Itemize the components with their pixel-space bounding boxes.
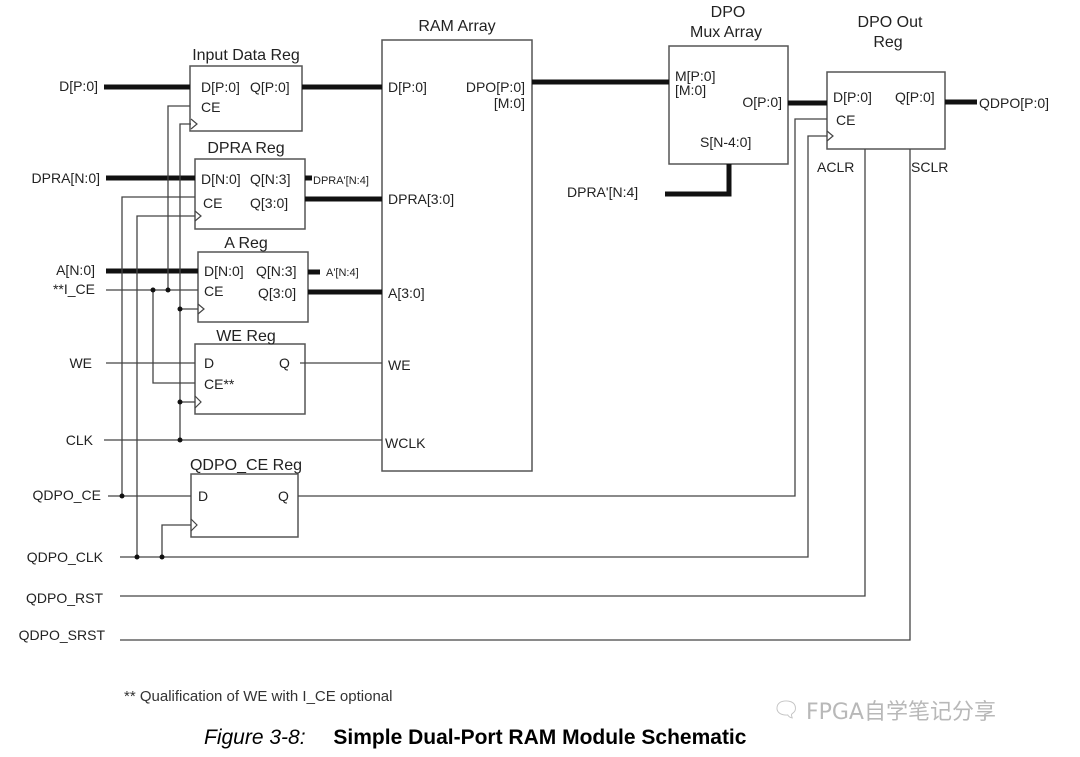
- qdpo-ce-reg-title: QDPO_CE Reg: [190, 457, 302, 474]
- dpo-out-reg-title-2: Reg: [873, 34, 902, 51]
- wire-qdpo-clk: [120, 135, 827, 558]
- wire-qdpo-ce-bus: [121, 196, 195, 496]
- port-label: A[3:0]: [388, 285, 425, 301]
- figure-number: Figure 3-8:: [204, 726, 306, 749]
- input-data-reg-box: [189, 65, 303, 132]
- port-label: Q[3:0]: [258, 285, 296, 301]
- port-label: Q[P:0]: [895, 89, 935, 105]
- input-label-d: D[P:0]: [59, 78, 98, 94]
- clock-triangle-icon: [194, 210, 202, 222]
- port-label: Q[3:0]: [250, 195, 288, 211]
- footnote: ** Qualification of WE with I_CE optiona…: [124, 688, 393, 705]
- input-label-qdpo-ce: QDPO_CE: [33, 487, 101, 503]
- dpra-reg-box: [194, 158, 306, 230]
- figure-title: Simple Dual-Port RAM Module Schematic: [333, 726, 747, 749]
- qdpo-output-label: QDPO[P:0]: [979, 95, 1049, 111]
- input-label-ice: **I_CE: [53, 281, 95, 297]
- input-label-qdpo-clk: QDPO_CLK: [27, 549, 104, 565]
- bus-mux-select: [665, 164, 732, 197]
- wire-qdpo-srst: [120, 149, 911, 641]
- port-label: [M:0]: [494, 95, 525, 111]
- port-label: D[P:0]: [833, 89, 872, 105]
- port-label: D[N:0]: [204, 263, 244, 279]
- input-label-qdpo-srst: QDPO_SRST: [19, 627, 106, 643]
- port-label: CE: [836, 112, 855, 128]
- mux-select-label: DPRA'[N:4]: [567, 184, 638, 200]
- dpo-mux-title-2: Mux Array: [690, 24, 762, 41]
- a-reg-box: [197, 251, 309, 323]
- port-label: Q[P:0]: [250, 79, 290, 95]
- clock-triangle-icon: [826, 130, 834, 142]
- clock-triangle-icon: [197, 303, 205, 315]
- junction-dot: [150, 287, 156, 293]
- input-label-clk: CLK: [66, 432, 94, 448]
- input-label-we: WE: [69, 355, 92, 371]
- junction-dot: [134, 554, 140, 560]
- junction-dot: [159, 554, 165, 560]
- ram-array-title: RAM Array: [418, 18, 495, 35]
- port-label: M[P:0]: [675, 68, 715, 84]
- port-label: Q[N:3]: [256, 263, 296, 279]
- junction-dot: [177, 437, 183, 443]
- junction-dot: [165, 287, 171, 293]
- port-label: CE: [203, 195, 222, 211]
- a-reg-title: A Reg: [224, 235, 268, 252]
- we-reg-box: [194, 343, 306, 415]
- port-label: S[N-4:0]: [700, 134, 751, 150]
- dpo-out-reg-box: [826, 71, 946, 150]
- port-label: DPO[P:0]: [466, 79, 525, 95]
- port-label: O[P:0]: [742, 94, 782, 110]
- port-label: WCLK: [385, 435, 426, 451]
- port-label: D: [204, 355, 214, 371]
- port-label: D[N:0]: [201, 171, 241, 187]
- wire-ice-we-ce: [152, 290, 195, 384]
- ram-array-box: [381, 39, 533, 472]
- input-data-reg-title: Input Data Reg: [192, 47, 300, 64]
- port-label: SCLR: [911, 159, 948, 175]
- we-reg-title: WE Reg: [216, 328, 276, 345]
- port-label: ACLR: [817, 159, 854, 175]
- wire-clk-bus: [179, 123, 191, 440]
- wechat-icon: 🗨: [772, 697, 800, 723]
- port-label: CE: [201, 99, 220, 115]
- dpo-mux-title-1: DPO: [711, 4, 746, 21]
- port-label: Q: [279, 355, 290, 371]
- port-label: CE**: [204, 376, 235, 392]
- port-label: Q[N:3]: [250, 171, 290, 187]
- wire-qdpo-clk-reg: [161, 524, 191, 557]
- port-label: WE: [388, 357, 411, 373]
- wire-ice-input-ce: [167, 105, 190, 290]
- port-label: CE: [204, 283, 223, 299]
- junction-dot: [177, 399, 183, 405]
- port-label: [M:0]: [675, 82, 706, 98]
- dpra-upper-label: DPRA'[N:4]: [313, 175, 369, 187]
- dpo-mux-box: [668, 45, 789, 165]
- watermark-text: FPGA自学笔记分享: [805, 700, 996, 725]
- port-label: DPRA[3:0]: [388, 191, 454, 207]
- figure-caption: Figure 3-8: Simple Dual-Port RAM Module …: [204, 726, 746, 750]
- junction-dot: [119, 493, 125, 499]
- junction-dot: [177, 306, 183, 312]
- input-label-dpra: DPRA[N:0]: [32, 170, 100, 186]
- dpra-reg-title: DPRA Reg: [207, 140, 284, 157]
- input-label-a: A[N:0]: [56, 262, 95, 278]
- dpo-out-reg-title-1: DPO Out: [858, 14, 923, 31]
- wire-qdpo-rst: [120, 149, 866, 597]
- clock-triangle-icon: [190, 518, 198, 532]
- watermark: 🗨 FPGA自学笔记分享: [772, 694, 996, 726]
- a-upper-label: A'[N:4]: [326, 267, 359, 279]
- port-label: D[P:0]: [388, 79, 427, 95]
- port-label: D: [198, 488, 208, 504]
- qdpo-ce-reg-box: [190, 473, 299, 538]
- port-label: D[P:0]: [201, 79, 240, 95]
- wire-qdpo-clk-bus: [136, 215, 195, 557]
- wire-qdpo-ce-q: [298, 118, 827, 497]
- clock-triangle-icon: [190, 118, 198, 130]
- port-label: Q: [278, 488, 289, 504]
- input-label-qdpo-rst: QDPO_RST: [26, 590, 103, 606]
- clock-triangle-icon: [194, 395, 202, 409]
